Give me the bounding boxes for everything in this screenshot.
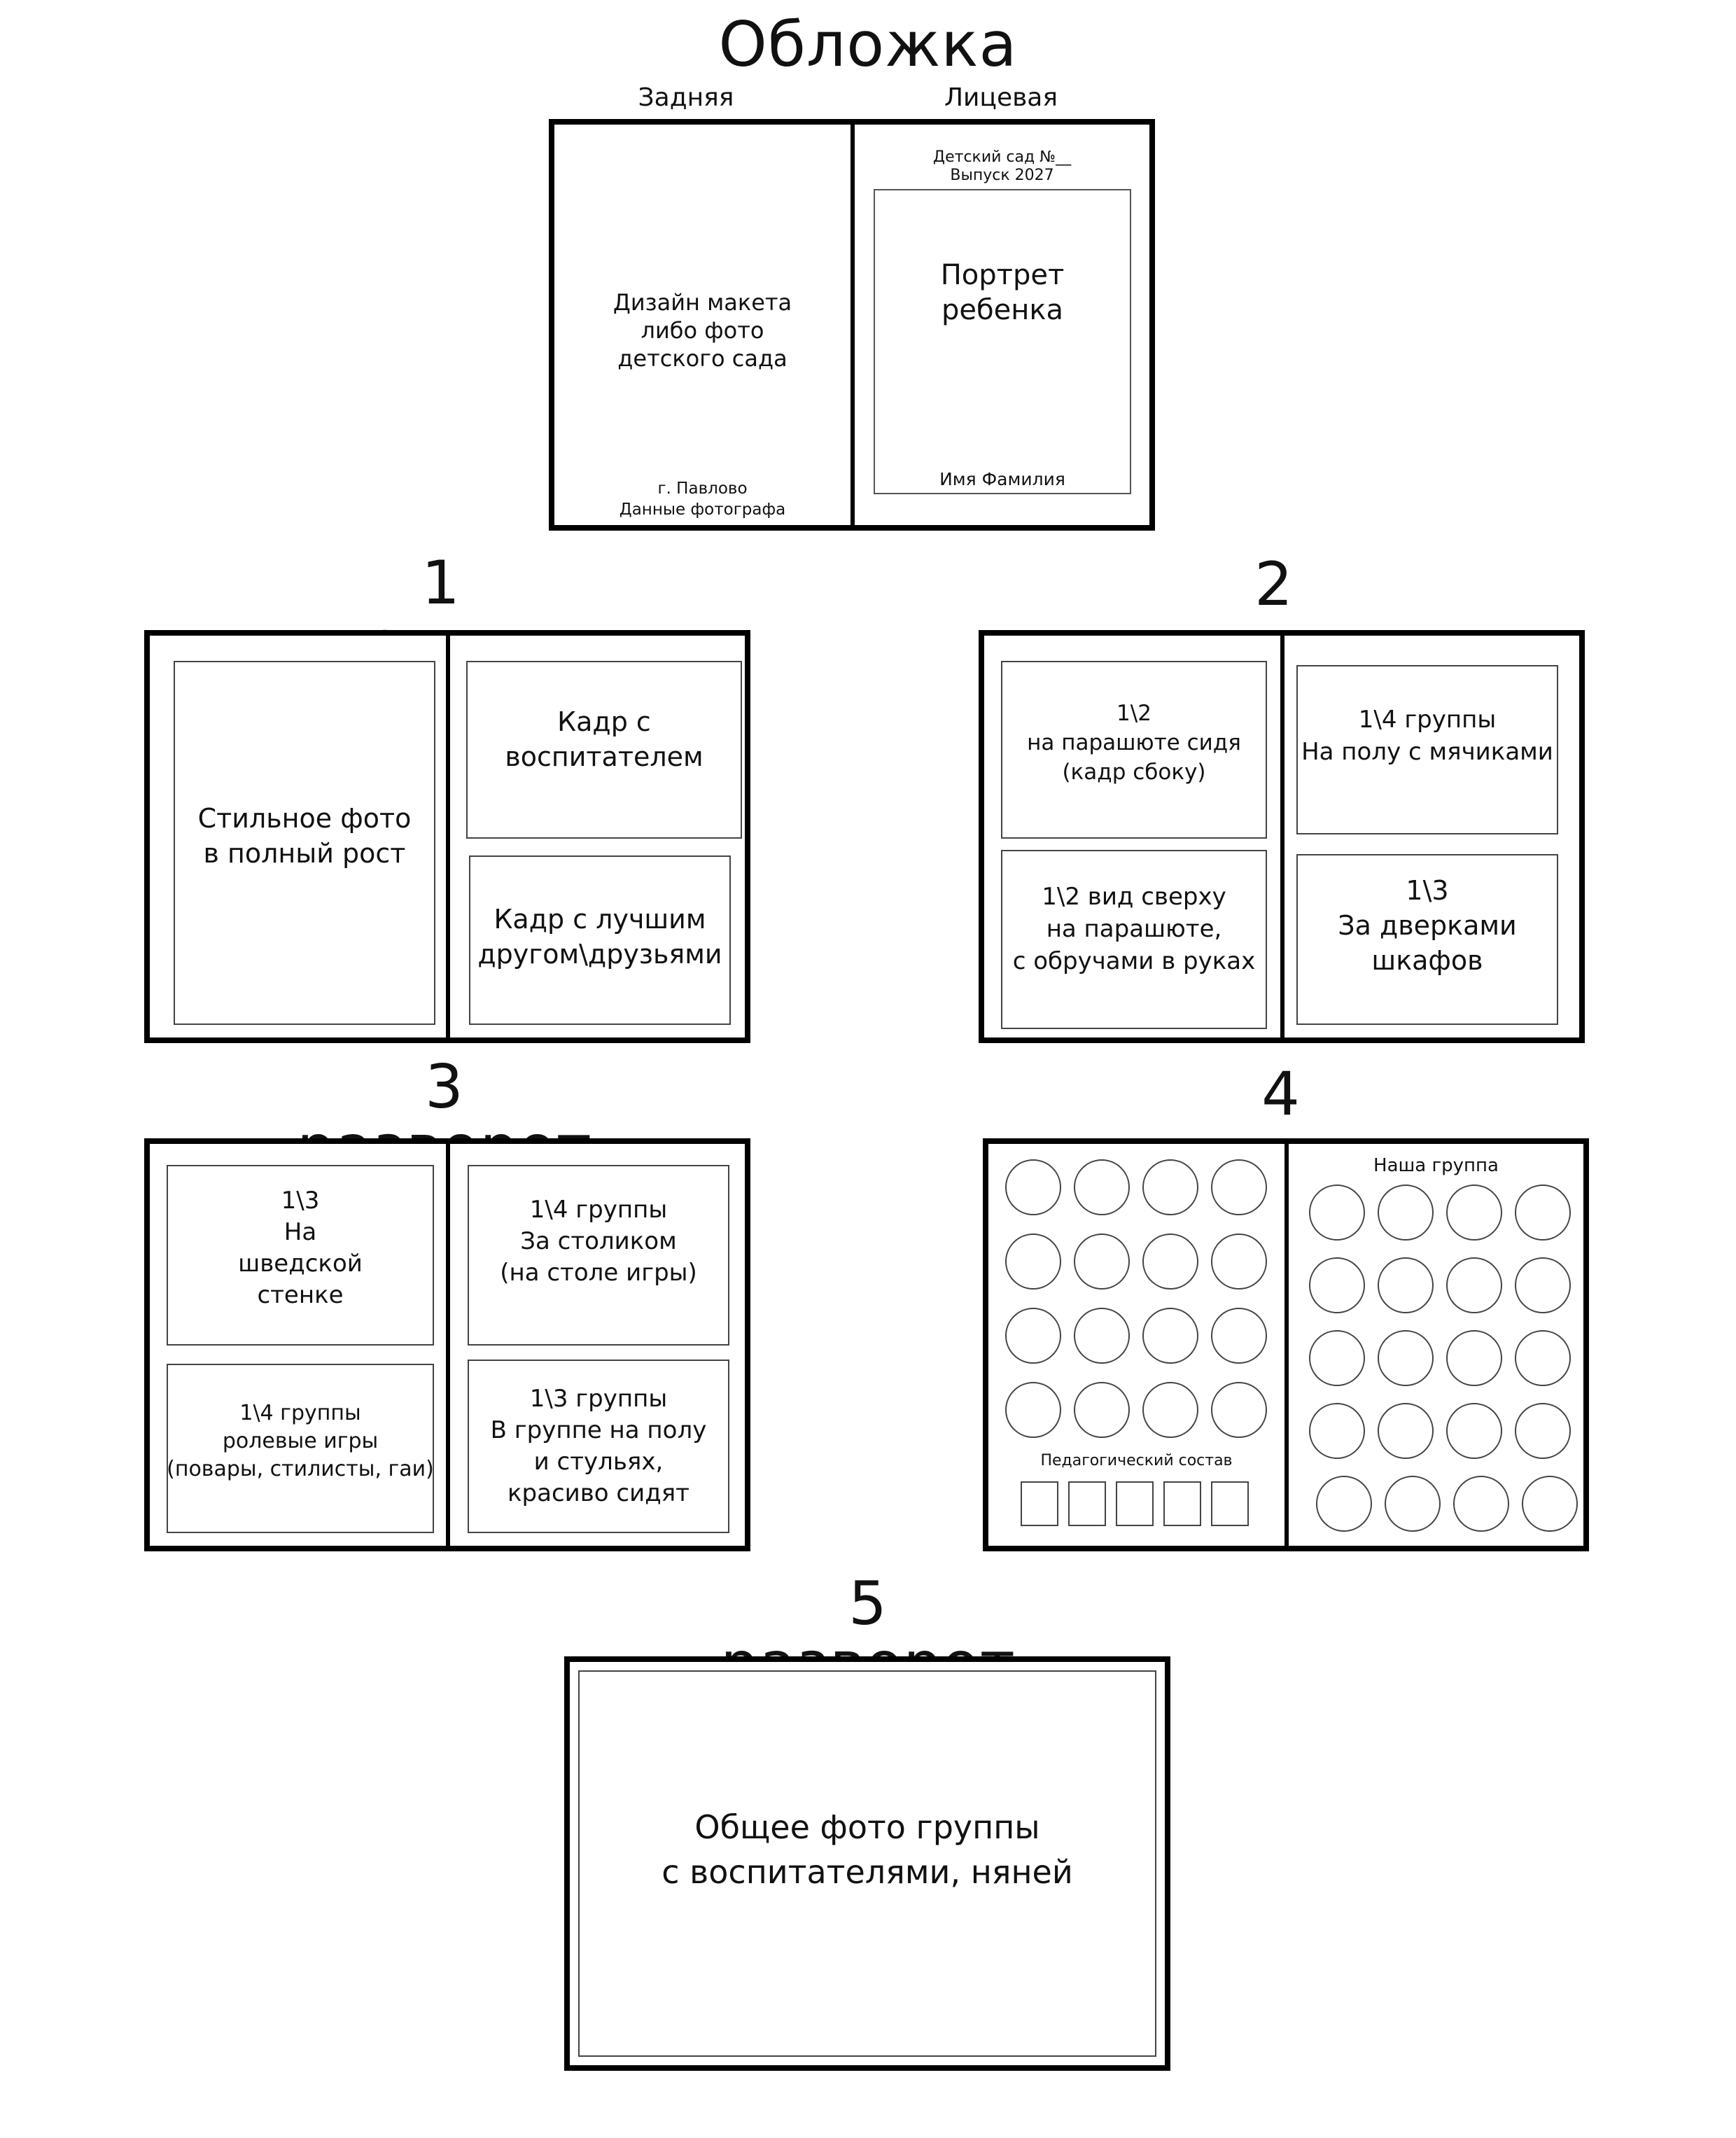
child-portrait-circle bbox=[1211, 1382, 1267, 1438]
spread5: Общее фото группы с воспитателями, няней bbox=[564, 1656, 1170, 2071]
child-portrait-circle bbox=[1515, 1185, 1571, 1241]
child-portrait-circle bbox=[1074, 1382, 1130, 1438]
child-portrait-circle bbox=[1515, 1257, 1571, 1313]
spread2-frame-balls: 1\4 группы На полу с мячиками bbox=[1296, 665, 1558, 834]
child-portrait-circle bbox=[1005, 1159, 1061, 1215]
staff-portrait-square bbox=[1116, 1481, 1154, 1526]
child-portrait-circle bbox=[1309, 1257, 1365, 1313]
child-portrait-circle bbox=[1309, 1330, 1365, 1386]
spread3: 1\3 На шведской стенке 1\4 группы За сто… bbox=[144, 1138, 750, 1551]
staff-portrait-square bbox=[1163, 1481, 1201, 1526]
cover-back-label: Задняя bbox=[638, 83, 734, 112]
child-portrait-circle bbox=[1385, 1476, 1441, 1532]
spread3-frame-roleplay: 1\4 группы ролевые игры (повары, стилист… bbox=[167, 1364, 434, 1533]
spread4-spine bbox=[1284, 1144, 1289, 1546]
child-portrait-circle bbox=[1142, 1308, 1198, 1364]
child-portrait-circle bbox=[1005, 1382, 1061, 1438]
child-portrait-circle bbox=[1446, 1330, 1502, 1386]
staff-portrait-square bbox=[1021, 1481, 1058, 1526]
our-group-label: Наша группа bbox=[1373, 1155, 1499, 1176]
cover-spine bbox=[850, 125, 855, 525]
portrait-frame: Портрет ребенка bbox=[874, 189, 1131, 494]
child-portrait-circle bbox=[1309, 1185, 1365, 1241]
spread3-spine bbox=[446, 1144, 450, 1546]
spread2-frame-lockers: 1\3 За дверками шкафов bbox=[1296, 854, 1558, 1025]
spread2-frame-parachute-side: 1\2 на парашюте сидя (кадр сбоку) bbox=[1001, 661, 1267, 839]
child-portrait-circle bbox=[1142, 1159, 1198, 1215]
staff-portrait-square bbox=[1211, 1481, 1249, 1526]
spread3-frame-table: 1\4 группы За столиком (на столе игры) bbox=[468, 1165, 729, 1346]
child-name-label: Имя Фамилия bbox=[939, 469, 1065, 489]
spread1-frame-friends: Кадр с лучшим другом\друзьями bbox=[469, 855, 731, 1025]
child-portrait-circle bbox=[1378, 1403, 1434, 1459]
spread2-frame-parachute-top: 1\2 вид сверху на парашюте, с обручами в… bbox=[1001, 850, 1267, 1029]
child-portrait-circle bbox=[1515, 1403, 1571, 1459]
spread1-spine bbox=[446, 636, 450, 1037]
child-portrait-circle bbox=[1378, 1330, 1434, 1386]
child-portrait-circle bbox=[1074, 1159, 1130, 1215]
cover-front-label: Лицевая bbox=[944, 83, 1058, 112]
group-photo-frame: Общее фото группы с воспитателями, няней bbox=[578, 1670, 1156, 2057]
child-portrait-circle bbox=[1142, 1382, 1198, 1438]
child-portrait-circle bbox=[1316, 1476, 1372, 1532]
child-portrait-circle bbox=[1378, 1185, 1434, 1241]
spread1-frame-teacher: Кадр с воспитателем bbox=[466, 661, 742, 839]
cover-title: Обложка bbox=[718, 8, 1018, 81]
staff-portrait-square bbox=[1068, 1481, 1106, 1526]
spread4: Наша группа Педагогический состав bbox=[983, 1138, 1589, 1551]
spread1: Стильное фото в полный рост Кадр с воспи… bbox=[144, 630, 750, 1043]
spread3-frame-floor: 1\3 группы В группе на полу и стульях, к… bbox=[468, 1360, 729, 1533]
cover-front-header: Детский сад №__ Выпуск 2027 bbox=[932, 148, 1072, 184]
spread2-spine bbox=[1280, 636, 1284, 1037]
child-portrait-circle bbox=[1446, 1257, 1502, 1313]
child-portrait-circle bbox=[1211, 1234, 1267, 1290]
spread2: 1\2 на парашюте сидя (кадр сбоку) 1\4 гр… bbox=[979, 630, 1585, 1043]
child-portrait-circle bbox=[1142, 1234, 1198, 1290]
staff-label: Педагогический состав bbox=[1040, 1452, 1233, 1469]
child-portrait-circle bbox=[1211, 1308, 1267, 1364]
cover-back-footer: г. Павлово Данные фотографа bbox=[619, 480, 786, 519]
cover-back-text: Дизайн макета либо фото детского сада bbox=[612, 289, 792, 372]
spread1-frame-fullheight: Стильное фото в полный рост bbox=[174, 661, 435, 1025]
child-portrait-circle bbox=[1211, 1159, 1267, 1215]
child-portrait-circle bbox=[1309, 1403, 1365, 1459]
spread3-frame-wallbars: 1\3 На шведской стенке bbox=[167, 1165, 434, 1346]
child-portrait-circle bbox=[1446, 1403, 1502, 1459]
child-portrait-circle bbox=[1005, 1308, 1061, 1364]
child-portrait-circle bbox=[1074, 1308, 1130, 1364]
child-portrait-circle bbox=[1522, 1476, 1578, 1532]
child-portrait-circle bbox=[1446, 1185, 1502, 1241]
child-portrait-circle bbox=[1074, 1234, 1130, 1290]
child-portrait-circle bbox=[1005, 1234, 1061, 1290]
child-portrait-circle bbox=[1453, 1476, 1509, 1532]
child-portrait-circle bbox=[1378, 1257, 1434, 1313]
cover-spread: Дизайн макета либо фото детского сада г.… bbox=[549, 119, 1155, 531]
child-portrait-circle bbox=[1515, 1330, 1571, 1386]
